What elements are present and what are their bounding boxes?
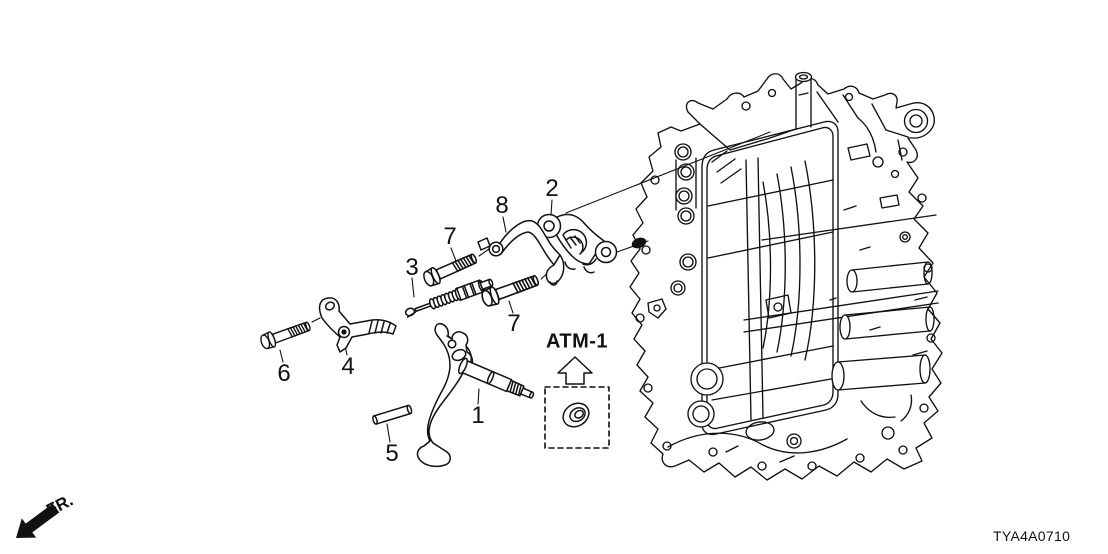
callout-3[interactable]: 3 bbox=[405, 254, 419, 281]
callout-8[interactable]: 8 bbox=[495, 192, 509, 219]
callout-5[interactable]: 5 bbox=[385, 440, 399, 467]
part-8-shift-rod-bracket bbox=[477, 219, 565, 286]
callout-7a[interactable]: 7 bbox=[443, 223, 457, 250]
transmission-case-drawing bbox=[629, 71, 943, 481]
part-7-bolt-b bbox=[479, 270, 542, 310]
fr-direction-arrow-icon bbox=[16, 503, 60, 538]
leader-lines bbox=[279, 131, 771, 443]
callout-6[interactable]: 6 bbox=[277, 360, 291, 387]
part-2-control-lever bbox=[536, 213, 618, 274]
part-4-lever-bracket bbox=[318, 297, 397, 353]
part-1-shift-fork-shaft bbox=[416, 322, 535, 468]
atm-reference-label[interactable]: ATM-1 bbox=[545, 330, 609, 353]
callout-2[interactable]: 2 bbox=[545, 175, 559, 202]
part-6-bolt bbox=[258, 317, 313, 352]
diagram-code: TYA4A0710 bbox=[993, 528, 1071, 544]
part-7-bolt-a bbox=[420, 249, 480, 289]
callout-1[interactable]: 1 bbox=[471, 402, 485, 429]
callout-7b[interactable]: 7 bbox=[507, 310, 521, 337]
atm-reference-arrow-icon bbox=[557, 356, 593, 385]
oil-seal-drawing bbox=[562, 402, 590, 428]
callout-4[interactable]: 4 bbox=[341, 353, 355, 380]
atm-reference-dashed-box bbox=[544, 386, 610, 449]
part-3-detent-spring-bolt bbox=[404, 278, 494, 318]
part-5-pin bbox=[372, 404, 413, 425]
